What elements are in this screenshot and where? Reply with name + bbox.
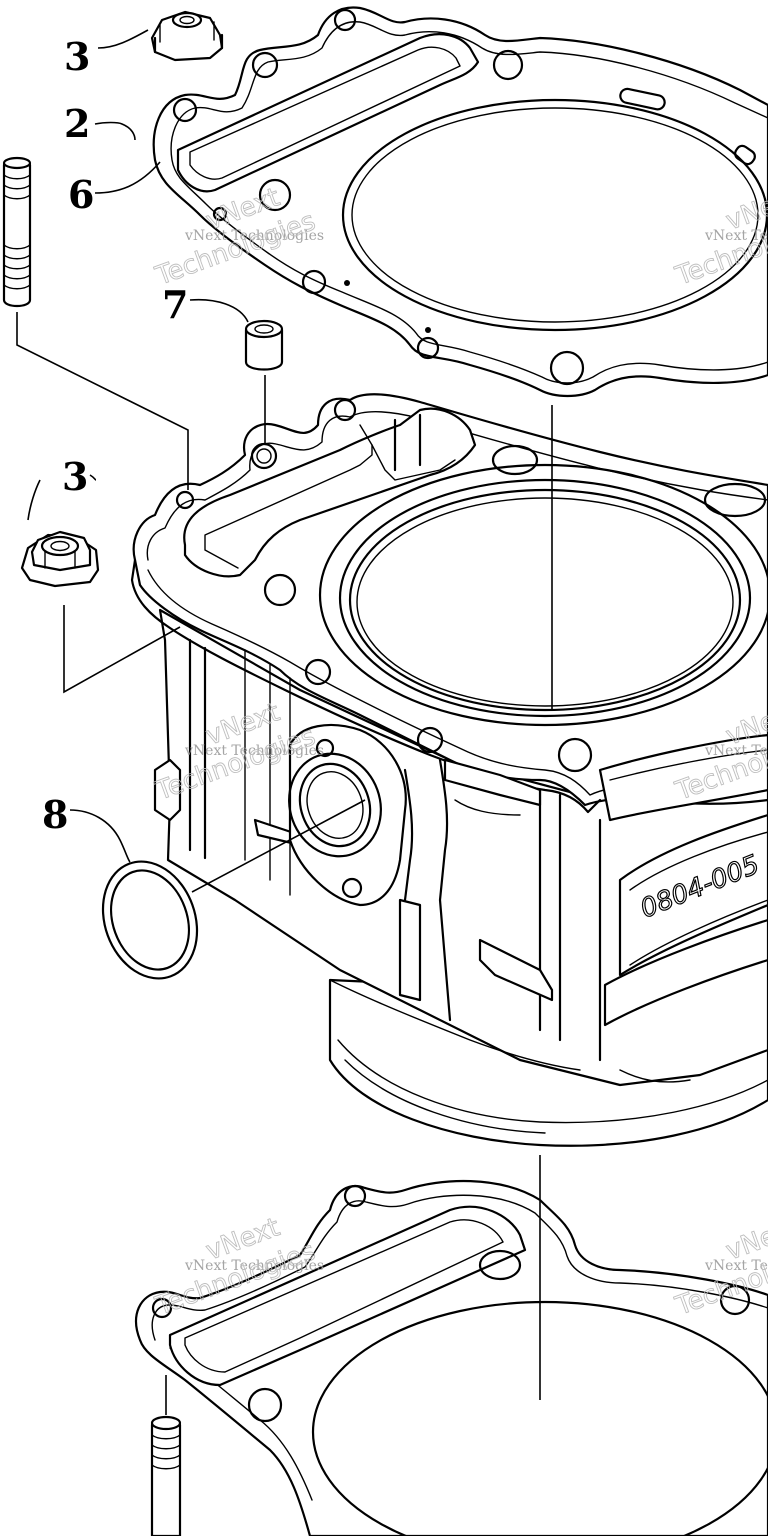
callout-labels: 3 2 6 7 3 8	[42, 34, 188, 837]
callout-6: 6	[68, 172, 94, 217]
svg-text:vNext Technologies: vNext Technologies	[184, 1258, 324, 1274]
flange-nut-top	[150, 10, 224, 62]
stud-bolt-bottom	[150, 1415, 182, 1536]
callout-8: 8	[42, 792, 68, 837]
leader-lines	[16, 29, 553, 1415]
callout-7: 7	[162, 282, 188, 327]
stud-bolt-top	[2, 156, 32, 308]
callout-3-side: 3	[62, 454, 88, 499]
svg-text:vNext Technologies: vNext Technologies	[704, 1258, 768, 1274]
flange-nut-side	[20, 530, 100, 588]
svg-text:vNext Technologies: vNext Technologies	[184, 228, 324, 244]
svg-text:vNext Technologies: vNext Technologies	[704, 743, 768, 759]
base-gasket	[135, 1179, 768, 1536]
svg-text:vNext Technologies: vNext Technologies	[704, 228, 768, 244]
dowel-pin	[244, 319, 284, 371]
callout-2: 2	[64, 101, 90, 146]
cylinder-block: 0804-005	[130, 393, 768, 1147]
head-gasket	[152, 6, 768, 398]
o-ring	[101, 860, 199, 980]
svg-text:vNext Technologies: vNext Technologies	[184, 743, 324, 759]
callout-3-top: 3	[64, 34, 90, 79]
